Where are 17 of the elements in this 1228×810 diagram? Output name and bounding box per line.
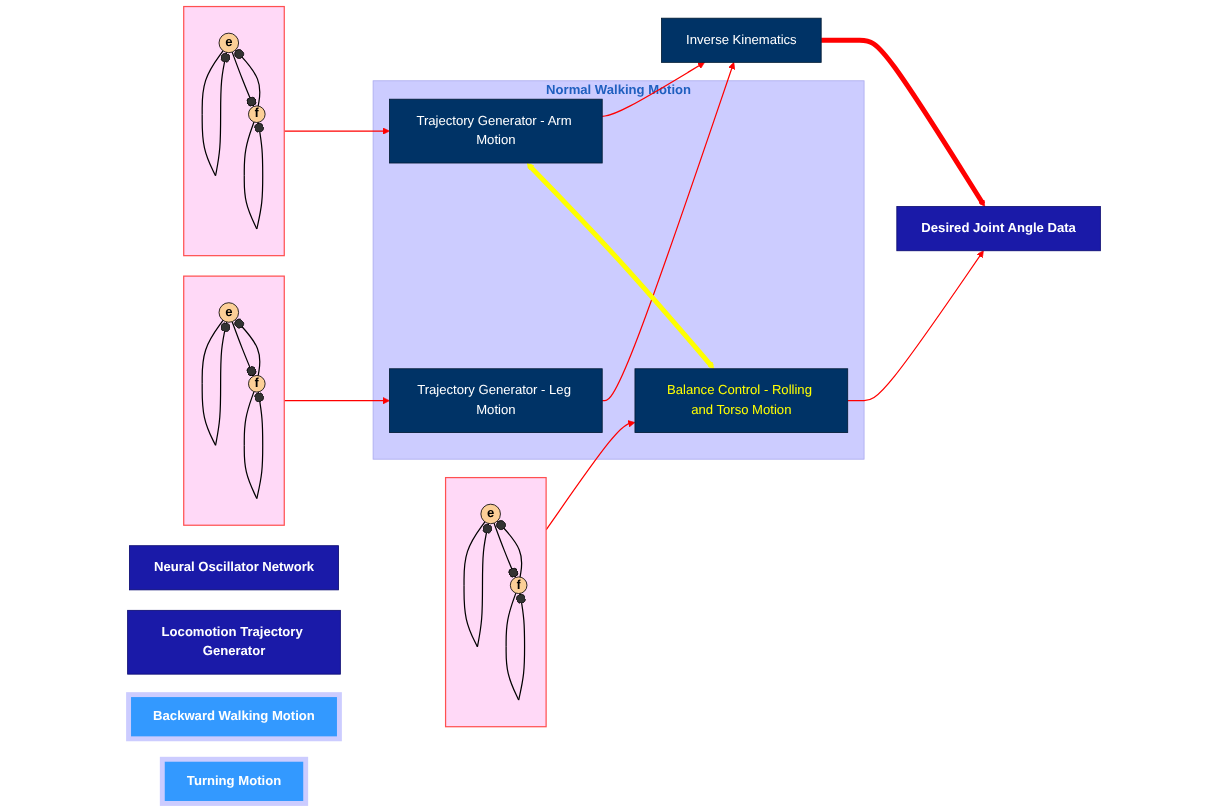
connector: [463, 521, 493, 648]
arrow: [545, 420, 636, 531]
arrow: [601, 62, 736, 402]
arrow: [283, 397, 390, 405]
cluster: [183, 5, 285, 257]
connector: [505, 592, 526, 701]
connector: [201, 50, 231, 177]
cluster: [444, 477, 547, 728]
arrow: [601, 62, 705, 117]
arrow: [847, 250, 984, 402]
connector: [243, 121, 265, 230]
connector: [243, 391, 265, 500]
cluster: [183, 275, 285, 526]
arrow: [821, 37, 986, 207]
arrow: [526, 162, 715, 370]
arrow: [283, 127, 390, 135]
connector: [201, 319, 231, 446]
